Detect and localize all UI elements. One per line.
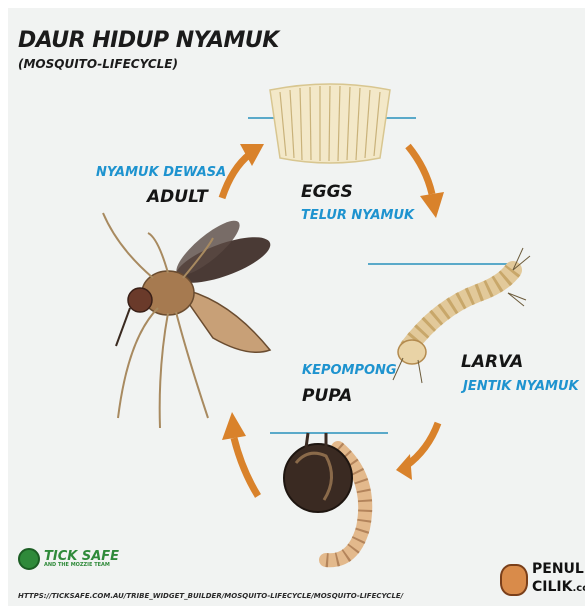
arrow-adult-to-eggs	[222, 144, 264, 198]
diagram-subtitle: (MOSQUITO-LIFECYCLE)	[18, 58, 178, 70]
egg-raft-illustration	[270, 84, 390, 163]
brand-line-2-text: CILIK	[532, 579, 572, 595]
stage-larva-label: LARVA	[461, 354, 523, 371]
tick-safe-badge-icon	[18, 548, 40, 570]
arrow-pupa-to-adult	[222, 412, 258, 496]
stage-eggs-label: EGGS	[301, 184, 353, 201]
stage-larva-local-label: JENTIK NYAMUK	[463, 380, 579, 393]
stage-pupa-label: PUPA	[302, 388, 352, 405]
left-margin	[0, 0, 8, 606]
arrow-larva-to-pupa	[396, 423, 438, 480]
brand-suffix: .com	[572, 583, 585, 594]
mascot-face-icon	[500, 564, 528, 596]
tick-safe-logo-tagline: AND THE MOZZIE TEAM	[44, 563, 119, 568]
stage-eggs-local-label: TELUR NYAMUK	[301, 209, 414, 222]
lifecycle-diagram: DAUR HIDUP NYAMUK (MOSQUITO-LIFECYCLE) E…	[8, 8, 585, 606]
penulis-cilik-logo: PENULIS CILIK.com	[500, 556, 585, 606]
pupa-illustration	[284, 433, 365, 560]
stage-adult-local-label: NYAMUK DEWASA	[96, 166, 226, 179]
brand-line-2: CILIK.com	[532, 580, 585, 594]
diagram-title: DAUR HIDUP NYAMUK	[18, 30, 279, 52]
tick-safe-logo: TICK SAFE AND THE MOZZIE TEAM	[18, 548, 119, 570]
stage-adult-label: ADULT	[147, 189, 208, 206]
brand-line-1: PENULIS	[532, 562, 585, 576]
stage-pupa-local-label: KEPOMPONG	[302, 364, 397, 377]
diagram-art	[8, 8, 585, 606]
adult-mosquito-illustration	[103, 213, 275, 428]
source-url: HTTPS://TICKSAFE.COM.AU/TRIBE_WIDGET_BUI…	[18, 592, 403, 600]
